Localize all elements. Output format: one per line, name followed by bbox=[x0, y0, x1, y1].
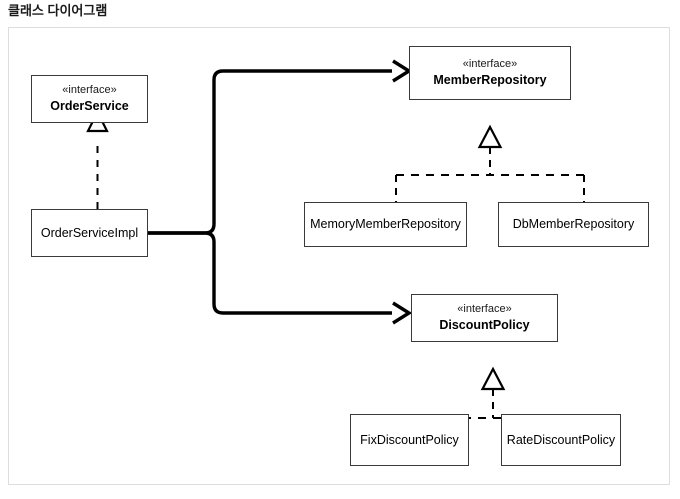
node-order-service[interactable]: «interface» OrderService bbox=[31, 75, 148, 123]
node-order-service-impl[interactable]: OrderServiceImpl bbox=[31, 209, 148, 257]
node-db-member-repository-name: DbMemberRepository bbox=[512, 217, 635, 231]
node-db-member-repository[interactable]: DbMemberRepository bbox=[498, 202, 649, 247]
node-fix-discount-policy[interactable]: FixDiscountPolicy bbox=[350, 414, 469, 466]
edge-member-repository-realizations bbox=[395, 124, 585, 202]
node-rate-discount-policy-name: RateDiscountPolicy bbox=[506, 432, 616, 447]
node-member-repository-stereotype: «interface» bbox=[462, 58, 518, 70]
node-rate-discount-policy[interactable]: RateDiscountPolicy bbox=[501, 414, 621, 466]
node-memory-member-repository-name: MemoryMemberRepository bbox=[310, 217, 461, 231]
arrowhead-discount-policy bbox=[392, 301, 413, 325]
node-discount-policy-name: DiscountPolicy bbox=[439, 318, 530, 332]
diagram-panel: «interface» OrderService OrderServiceImp… bbox=[8, 27, 670, 485]
node-member-repository[interactable]: «interface» MemberRepository bbox=[409, 46, 571, 100]
node-member-repository-name: MemberRepository bbox=[433, 73, 547, 87]
node-order-service-stereotype: «interface» bbox=[62, 84, 117, 96]
edge-discount-policy-realizations bbox=[417, 366, 571, 419]
node-memory-member-repository[interactable]: MemoryMemberRepository bbox=[304, 202, 467, 247]
node-order-service-impl-name: OrderServiceImpl bbox=[40, 225, 139, 240]
node-fix-discount-policy-name: FixDiscountPolicy bbox=[360, 432, 459, 447]
diagram-canvas: «interface» OrderService OrderServiceImp… bbox=[9, 28, 671, 486]
node-order-service-name: OrderService bbox=[50, 99, 129, 113]
node-discount-policy-stereotype: «interface» bbox=[457, 303, 512, 315]
edge-impl-realizes-order-service bbox=[86, 109, 109, 209]
node-discount-policy[interactable]: «interface» DiscountPolicy bbox=[411, 294, 558, 342]
arrowhead-member-repository bbox=[392, 59, 413, 83]
edge-impl-association-trunk bbox=[148, 69, 392, 315]
page-title: 클래스 다이어그램 bbox=[8, 3, 108, 18]
